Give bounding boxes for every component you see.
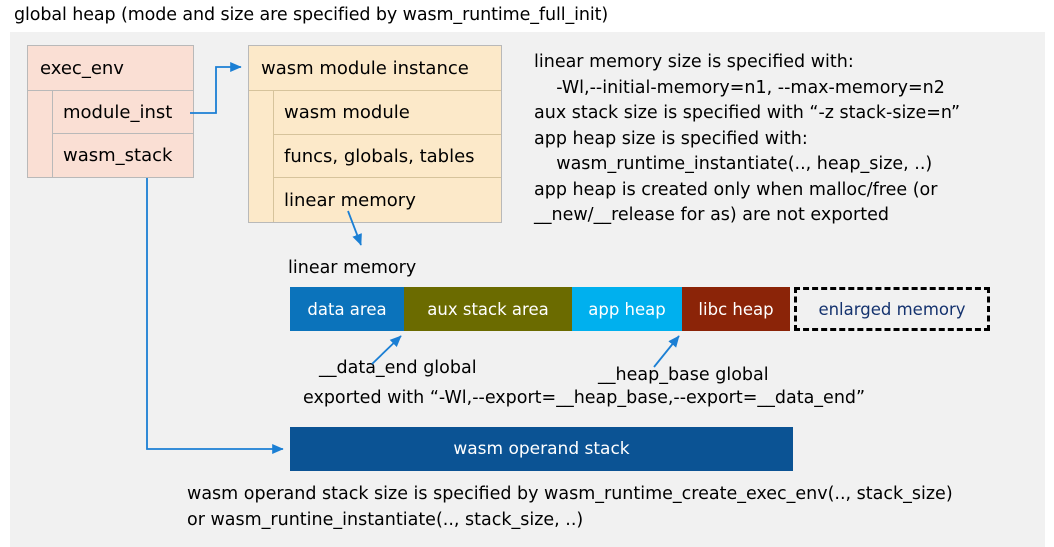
linear-memory-label: linear memory <box>288 258 417 278</box>
operand-stack-notes: wasm operand stack size is specified by … <box>187 484 953 530</box>
memory-segment-libc-heap: libc heap <box>682 287 790 331</box>
exec-env-field-module-inst: module_inst <box>53 91 193 134</box>
module-field-wasm-module: wasm module <box>274 91 501 135</box>
exec-env-fields-container: module_inst wasm_stack <box>28 91 193 177</box>
wasm-module-instance-field-list: wasm module funcs, globals, tables linea… <box>274 91 501 222</box>
memory-segment-aux-stack-area: aux stack area <box>404 287 572 331</box>
wasm-module-instance-title: wasm module instance <box>249 46 501 91</box>
wasm-module-instance-box: wasm module instance wasm module funcs, … <box>248 45 502 223</box>
memory-segment-app-heap: app heap <box>572 287 682 331</box>
module-field-funcs-globals-tables: funcs, globals, tables <box>274 135 501 179</box>
memory-segment-enlarged-memory: enlarged memory <box>794 287 990 331</box>
exec-env-field-list: module_inst wasm_stack <box>53 91 193 177</box>
data-end-global-label: __data_end global <box>319 358 477 378</box>
exec-env-title: exec_env <box>28 46 193 91</box>
exported-with-label: exported with “-Wl,--export=__heap_base,… <box>303 388 866 408</box>
exec-env-field-wasm-stack: wasm_stack <box>63 145 173 166</box>
heap-base-global-label: __heap_base global <box>598 365 769 385</box>
page-title: global heap (mode and size are specified… <box>14 5 609 25</box>
linear-memory-bar: data area aux stack area app heap libc h… <box>290 287 990 331</box>
module-field-linear-memory: linear memory <box>284 189 416 211</box>
linear-memory-notes: linear memory size is specified with: -W… <box>534 52 961 225</box>
exec-env-box: exec_env module_inst wasm_stack <box>27 45 194 178</box>
exec-env-gutter <box>28 91 53 177</box>
wasm-module-instance-gutter <box>249 91 274 222</box>
wasm-operand-stack-bar: wasm operand stack <box>290 427 793 471</box>
memory-segment-data-area: data area <box>290 287 404 331</box>
wasm-module-instance-fields-container: wasm module funcs, globals, tables linea… <box>249 91 501 222</box>
